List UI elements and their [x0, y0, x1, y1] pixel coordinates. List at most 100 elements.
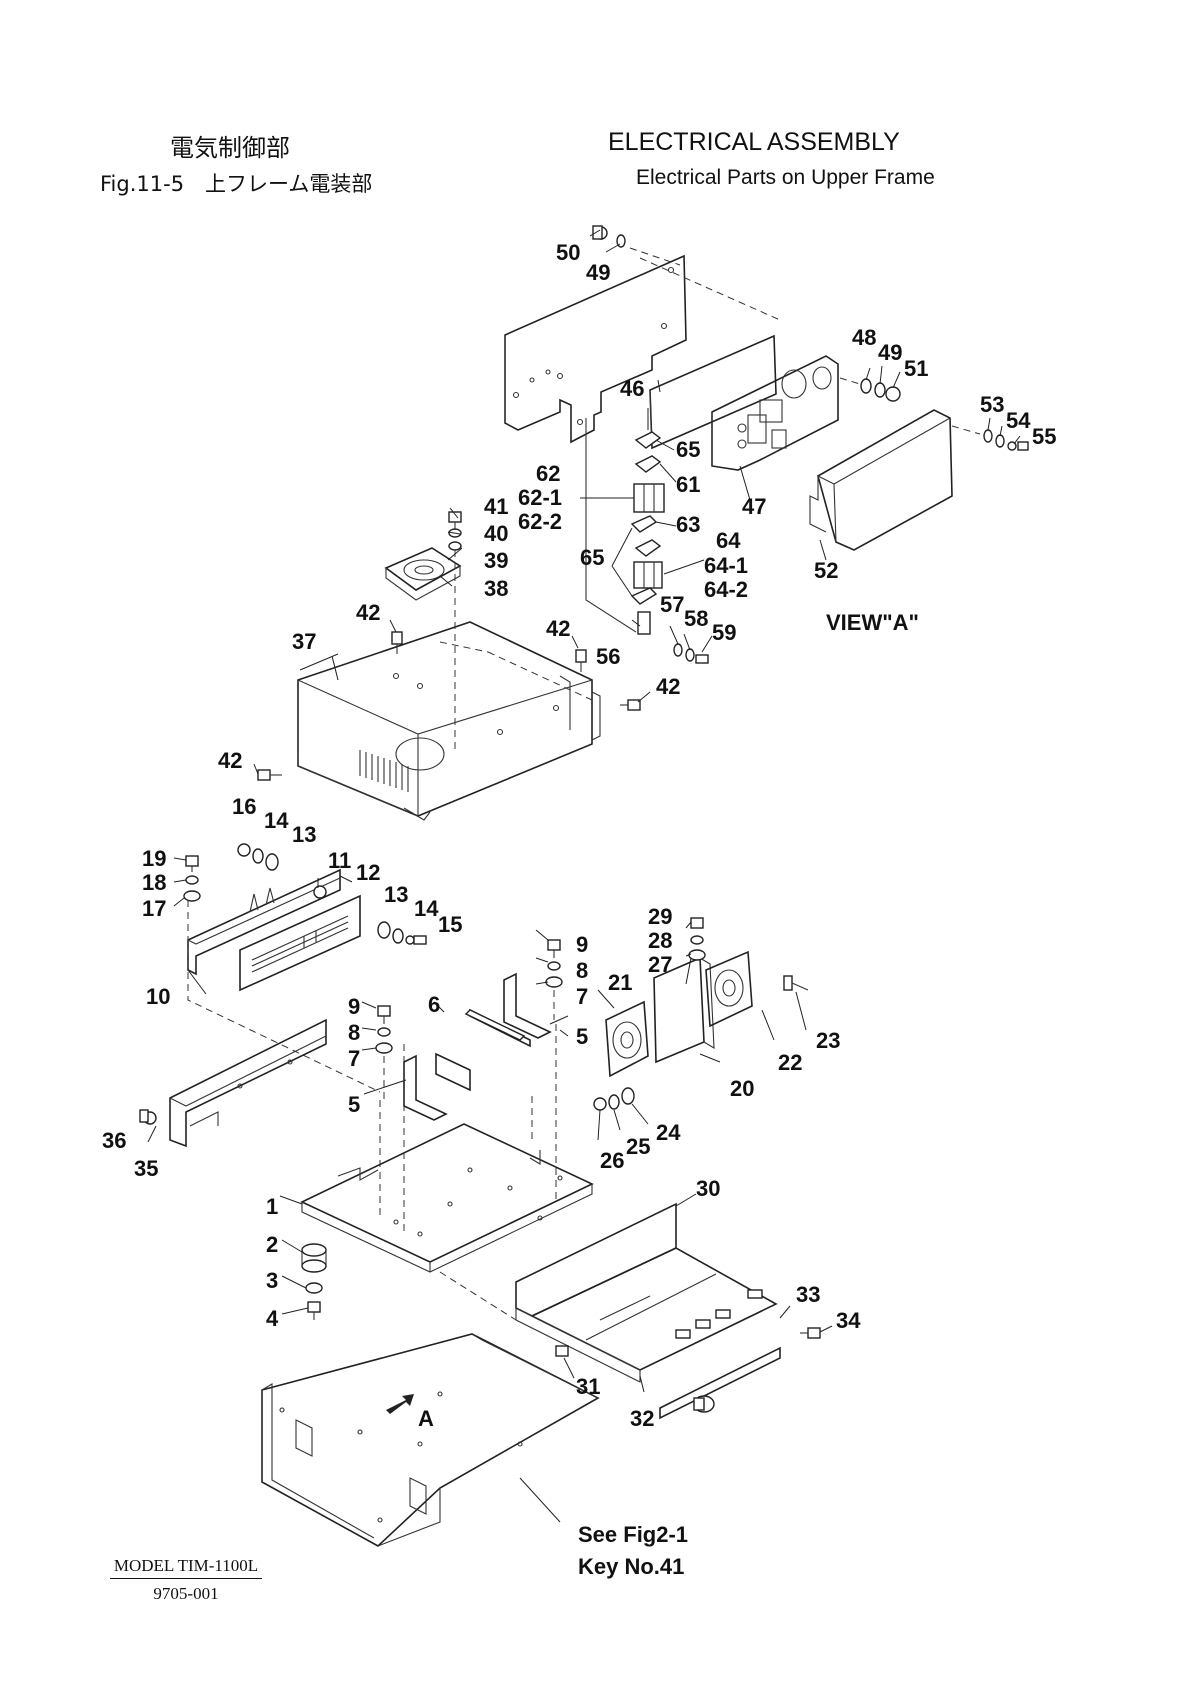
callout-55: 55: [1032, 424, 1056, 449]
side-channel: [139, 1018, 327, 1148]
cooling-fan-top: [384, 511, 462, 750]
callout-46: 46: [620, 376, 644, 401]
callout-18: 18: [142, 870, 166, 895]
left-fasteners: [183, 843, 427, 945]
callout-61: 61: [676, 472, 700, 497]
callout-38: 38: [484, 576, 508, 601]
callout-48: 48: [852, 325, 876, 350]
drawer-assembly: [439, 1202, 821, 1420]
power-supply-cover: [809, 409, 953, 551]
callout-39: 39: [484, 548, 508, 573]
callout-11: 11: [328, 848, 351, 873]
callout-62: 62: [536, 461, 560, 486]
callout-leaders: [147, 229, 1021, 1523]
arrow-a-label: A: [418, 1406, 434, 1431]
callout-4: 4: [266, 1306, 279, 1331]
callout-6: 6: [428, 992, 440, 1017]
callout-20: 20: [730, 1076, 754, 1101]
callout-17: 17: [142, 896, 166, 921]
callout-10: 10: [146, 984, 170, 1009]
callout-42d: 42: [218, 748, 242, 773]
callout-30: 30: [696, 1176, 720, 1201]
callout-25: 25: [626, 1134, 650, 1159]
callout-9: 9: [576, 932, 588, 957]
callout-41: 41: [484, 494, 508, 519]
callout-2: 2: [266, 1232, 278, 1257]
base-frame: [261, 1333, 600, 1547]
callout-65b: 65: [580, 545, 604, 570]
callout-54: 54: [1006, 408, 1031, 433]
top-cover: [297, 621, 601, 821]
callout-14b: 14: [414, 896, 439, 921]
callout-22: 22: [778, 1050, 802, 1075]
callout-5b: 5: [348, 1092, 360, 1117]
callout-24: 24: [656, 1120, 681, 1145]
callout-37: 37: [292, 629, 316, 654]
callout-23: 23: [816, 1028, 840, 1053]
callout-34: 34: [836, 1308, 861, 1333]
callout-31: 31: [576, 1374, 600, 1399]
callout-7: 7: [576, 984, 588, 1009]
callout-1: 1: [266, 1194, 278, 1219]
side-fan-assembly: [593, 917, 809, 1111]
callout-8: 8: [576, 958, 588, 983]
callout-36: 36: [102, 1128, 126, 1153]
callout-28: 28: [648, 928, 672, 953]
note-line-2: Key No.41: [578, 1554, 684, 1579]
callout-26: 26: [600, 1148, 624, 1173]
vent-slots: [359, 750, 409, 792]
callout-35: 35: [134, 1156, 158, 1181]
callout-42a: 42: [356, 600, 380, 625]
callout-16: 16: [232, 794, 256, 819]
note-line-1: See Fig2-1: [578, 1522, 688, 1547]
callout-49b: 49: [878, 340, 902, 365]
upper-fasteners: [592, 225, 1029, 451]
callout-labels: 50 49 46 48 49 51 53 54 55 65 61 62 62-1…: [102, 240, 1056, 1579]
callout-40: 40: [484, 521, 508, 546]
screws-42: [257, 631, 641, 781]
model-number: MODEL TIM-1100L: [110, 1556, 262, 1579]
callout-33: 33: [796, 1282, 820, 1307]
callout-15: 15: [438, 912, 462, 937]
callout-64-1: 64-1: [704, 553, 748, 578]
pcb-panel: [649, 334, 777, 450]
callout-62-1: 62-1: [518, 485, 562, 510]
callout-29: 29: [648, 904, 672, 929]
base-feet: [301, 1243, 327, 1320]
callout-58: 58: [684, 606, 708, 631]
jp-title: 電気制御部: [170, 134, 290, 162]
callout-64-2: 64-2: [704, 577, 748, 602]
callout-42b: 42: [546, 616, 570, 641]
callout-56: 56: [596, 644, 620, 669]
callout-52: 52: [814, 558, 838, 583]
callout-3: 3: [266, 1268, 278, 1293]
jp-subtitle: Fig.11-5 上フレーム電装部: [100, 172, 373, 196]
callout-13b: 13: [384, 882, 408, 907]
view-label: VIEW"A": [826, 610, 919, 635]
terminal-blocks: [585, 408, 709, 664]
callout-27: 27: [648, 952, 672, 977]
callout-57: 57: [660, 592, 684, 617]
callout-7b: 7: [348, 1046, 360, 1071]
callout-65: 65: [676, 437, 700, 462]
callout-47: 47: [742, 494, 766, 519]
callout-32: 32: [630, 1406, 654, 1431]
callout-19: 19: [142, 846, 166, 871]
en-subtitle: Electrical Parts on Upper Frame: [636, 166, 935, 189]
callout-14: 14: [264, 808, 289, 833]
callout-50: 50: [556, 240, 580, 265]
callout-62-2: 62-2: [518, 509, 562, 534]
en-title: ELECTRICAL ASSEMBLY: [608, 128, 900, 156]
callout-21: 21: [608, 970, 632, 995]
callout-51: 51: [904, 356, 928, 381]
callout-49: 49: [586, 260, 610, 285]
mounting-panel: [504, 254, 687, 444]
rail-brackets: [403, 972, 552, 1121]
callout-59: 59: [712, 620, 736, 645]
center-fasteners: [375, 939, 563, 1100]
callout-63: 63: [676, 512, 700, 537]
base-plate: [300, 1024, 594, 1273]
callout-53: 53: [980, 392, 1004, 417]
power-supply-unit: [711, 355, 839, 471]
